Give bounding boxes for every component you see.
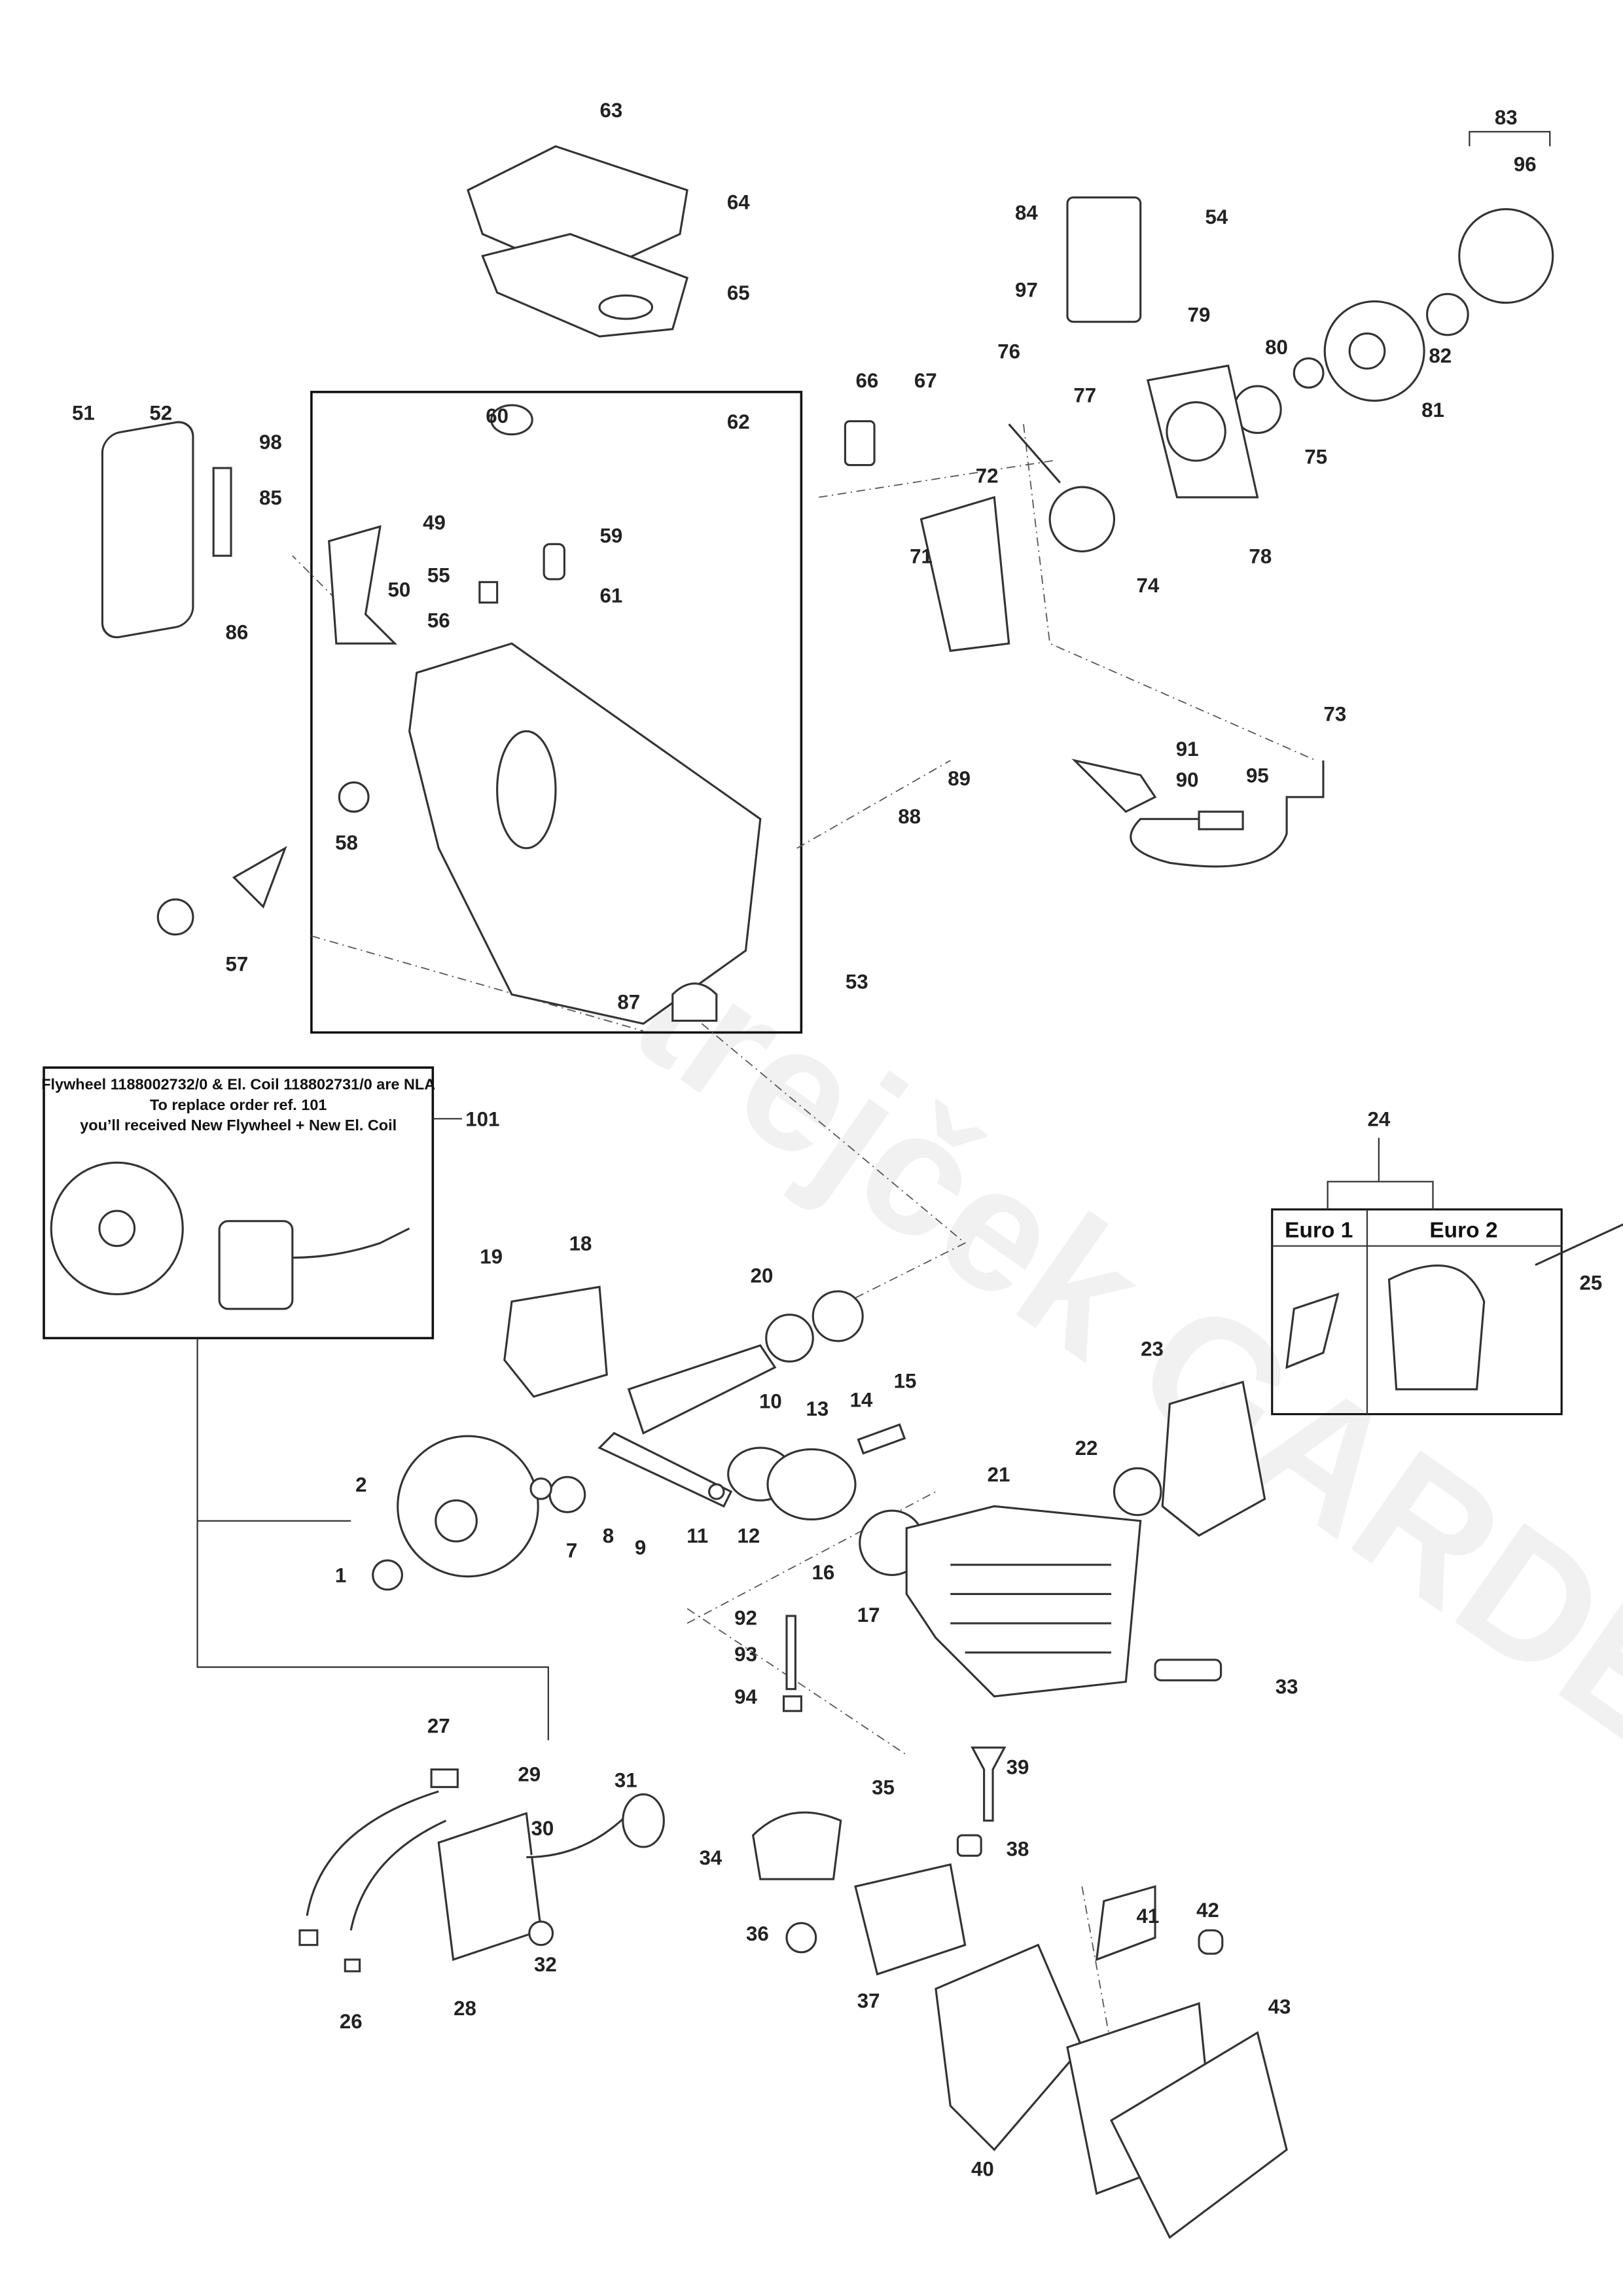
part-label-9: 9	[635, 1536, 646, 1559]
part-label-72: 72	[976, 464, 999, 487]
part-label-10: 10	[759, 1390, 782, 1413]
part-label-86: 86	[226, 620, 249, 643]
part-label-71: 71	[910, 545, 933, 567]
part-label-14: 14	[850, 1388, 873, 1411]
part-label-56: 56	[427, 609, 450, 632]
part-label-19: 19	[480, 1246, 503, 1268]
part-label-55: 55	[427, 564, 450, 586]
part-label-25: 25	[1579, 1272, 1602, 1295]
variant-box	[1271, 1208, 1563, 1416]
part-label-15: 15	[894, 1369, 917, 1392]
part-label-85: 85	[259, 486, 282, 509]
part-label-53: 53	[846, 970, 868, 993]
part-label-93: 93	[734, 1643, 757, 1666]
part-label-33: 33	[1275, 1675, 1298, 1698]
part-label-54: 54	[1205, 206, 1228, 228]
part-label-94: 94	[734, 1685, 757, 1708]
part-label-24: 24	[1367, 1107, 1390, 1130]
part-label-57: 57	[226, 953, 249, 976]
part-label-49: 49	[423, 511, 446, 534]
part-label-7: 7	[566, 1539, 577, 1562]
part-label-51: 51	[72, 401, 95, 424]
part-label-60: 60	[486, 404, 508, 427]
note-line-2: To replace order ref. 101	[150, 1096, 327, 1113]
part-label-28: 28	[454, 1997, 476, 2020]
part-label-77: 77	[1073, 384, 1096, 407]
part-label-22: 22	[1075, 1437, 1098, 1460]
part-label-64: 64	[727, 191, 750, 214]
part-label-26: 26	[340, 2010, 363, 2033]
crankcase-group-frame	[310, 391, 803, 1034]
part-label-42: 42	[1196, 1899, 1219, 1922]
part-label-91: 91	[1176, 738, 1199, 761]
part-label-87: 87	[617, 991, 640, 1014]
part-label-73: 73	[1323, 703, 1346, 726]
part-label-74: 74	[1136, 574, 1159, 597]
variant-euro-1: Euro 1	[1285, 1218, 1353, 1242]
part-label-97: 97	[1015, 279, 1038, 302]
part-label-84: 84	[1015, 201, 1038, 224]
part-label-16: 16	[812, 1561, 834, 1584]
part-label-23: 23	[1141, 1337, 1164, 1360]
part-label-96: 96	[1514, 153, 1537, 176]
part-label-83: 83	[1495, 106, 1518, 129]
part-label-32: 32	[534, 1953, 557, 1976]
part-label-11: 11	[687, 1524, 708, 1547]
part-label-20: 20	[751, 1265, 774, 1287]
part-label-90: 90	[1176, 768, 1199, 791]
part-label-79: 79	[1188, 304, 1211, 327]
part-label-17: 17	[857, 1604, 880, 1626]
part-label-2: 2	[355, 1473, 366, 1496]
part-label-59: 59	[600, 524, 623, 547]
note-line-3: you’ll received New Flywheel + New El. C…	[80, 1117, 397, 1134]
part-label-82: 82	[1429, 344, 1452, 367]
part-label-62: 62	[727, 410, 750, 433]
part-label-41: 41	[1136, 1905, 1159, 1928]
part-label-21: 21	[988, 1463, 1010, 1486]
part-label-13: 13	[806, 1397, 829, 1420]
variant-euro-2: Euro 2	[1429, 1218, 1497, 1242]
part-label-98: 98	[259, 431, 282, 454]
part-label-67: 67	[914, 369, 937, 392]
part-label-52: 52	[149, 401, 172, 424]
part-label-40: 40	[971, 2158, 994, 2181]
part-label-61: 61	[600, 584, 623, 607]
part-label-31: 31	[615, 1768, 637, 1791]
part-label-30: 30	[531, 1817, 554, 1840]
part-label-92: 92	[734, 1606, 757, 1629]
part-label-89: 89	[948, 767, 971, 790]
part-label-8: 8	[603, 1524, 614, 1547]
part-label-27: 27	[427, 1715, 450, 1738]
note-box	[43, 1066, 435, 1340]
part-label-36: 36	[746, 1922, 769, 1945]
part-shapes	[50, 145, 1623, 2239]
part-label-43: 43	[1268, 1996, 1291, 2018]
part-label-65: 65	[727, 281, 750, 304]
part-label-18: 18	[569, 1232, 592, 1255]
part-label-88: 88	[898, 805, 921, 828]
part-label-75: 75	[1304, 445, 1327, 468]
part-label-66: 66	[856, 369, 879, 392]
part-label-29: 29	[518, 1763, 541, 1785]
part-label-95: 95	[1246, 764, 1269, 787]
part-label-37: 37	[857, 1990, 880, 2013]
part-label-50: 50	[388, 579, 411, 601]
part-label-58: 58	[335, 831, 358, 854]
part-label-78: 78	[1249, 545, 1272, 567]
part-label-34: 34	[699, 1846, 722, 1869]
part-label-80: 80	[1265, 336, 1288, 359]
part-label-76: 76	[997, 340, 1020, 363]
part-label-12: 12	[738, 1524, 760, 1547]
part-label-1: 1	[335, 1564, 346, 1587]
part-label-101: 101	[465, 1107, 499, 1130]
note-line-1: Flywheel 1188002732/0 & El. Coil 1188027…	[41, 1076, 435, 1093]
part-label-35: 35	[872, 1776, 895, 1799]
part-label-39: 39	[1007, 1755, 1029, 1778]
part-label-38: 38	[1007, 1837, 1029, 1860]
part-label-63: 63	[600, 99, 623, 122]
part-label-81: 81	[1421, 399, 1444, 422]
